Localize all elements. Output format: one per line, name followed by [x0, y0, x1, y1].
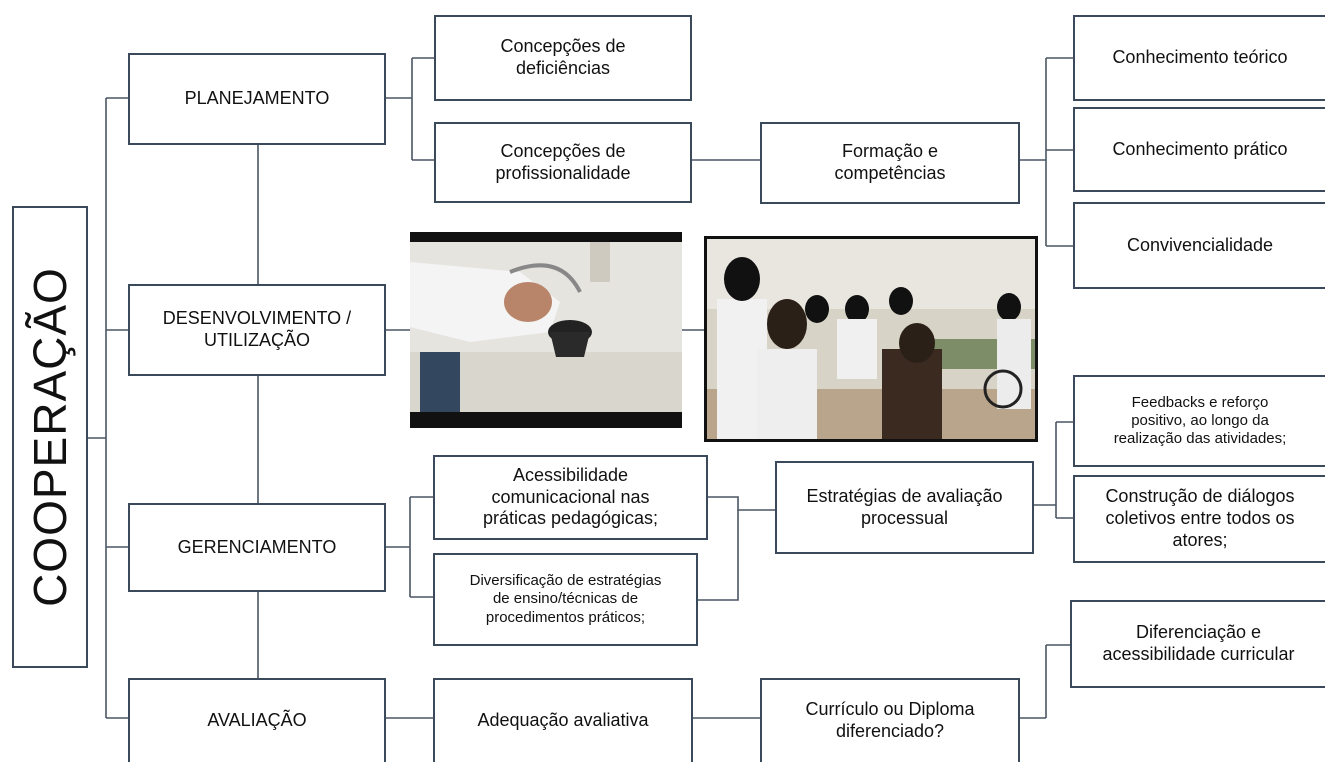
node-diferenciacao-acessibilidade: Diferenciação e acessibilidade curricula…	[1070, 600, 1325, 688]
photo-classroom-practice	[704, 236, 1038, 442]
node-construcao-dialogos: Construção de diálogos coletivos entre t…	[1073, 475, 1325, 563]
node-diversificacao-estrategias: Diversificação de estratégias de ensino/…	[433, 553, 698, 646]
node-convivencialidade: Convivencialidade	[1073, 202, 1325, 289]
node-avaliacao: AVALIAÇÃO	[128, 678, 386, 762]
node-conhecimento-pratico: Conhecimento prático	[1073, 107, 1325, 192]
node-curriculo-diploma: Currículo ou Diploma diferenciado?	[760, 678, 1020, 762]
root-node-cooperacao: COOPERAÇÃO	[12, 206, 88, 668]
root-label: COOPERAÇÃO	[23, 267, 76, 607]
node-acessibilidade-comunicacional: Acessibilidade comunicacional nas prátic…	[433, 455, 708, 540]
node-desenvolvimento-utilizacao: DESENVOLVIMENTO / UTILIZAÇÃO	[128, 284, 386, 376]
node-formacao-competencias: Formação e competências	[760, 122, 1020, 204]
node-adequacao-avaliativa: Adequação avaliativa	[433, 678, 693, 762]
node-conhecimento-teorico: Conhecimento teórico	[1073, 15, 1325, 101]
node-estrategias-avaliacao: Estratégias de avaliação processual	[775, 461, 1034, 554]
node-concepcoes-deficiencias: Concepções de deficiências	[434, 15, 692, 101]
node-feedbacks: Feedbacks e reforço positivo, ao longo d…	[1073, 375, 1325, 467]
node-concepcoes-profissionalidade: Concepções de profissionalidade	[434, 122, 692, 203]
node-gerenciamento: GERENCIAMENTO	[128, 503, 386, 592]
photo-hands-scissors	[410, 232, 682, 428]
node-planejamento: PLANEJAMENTO	[128, 53, 386, 145]
